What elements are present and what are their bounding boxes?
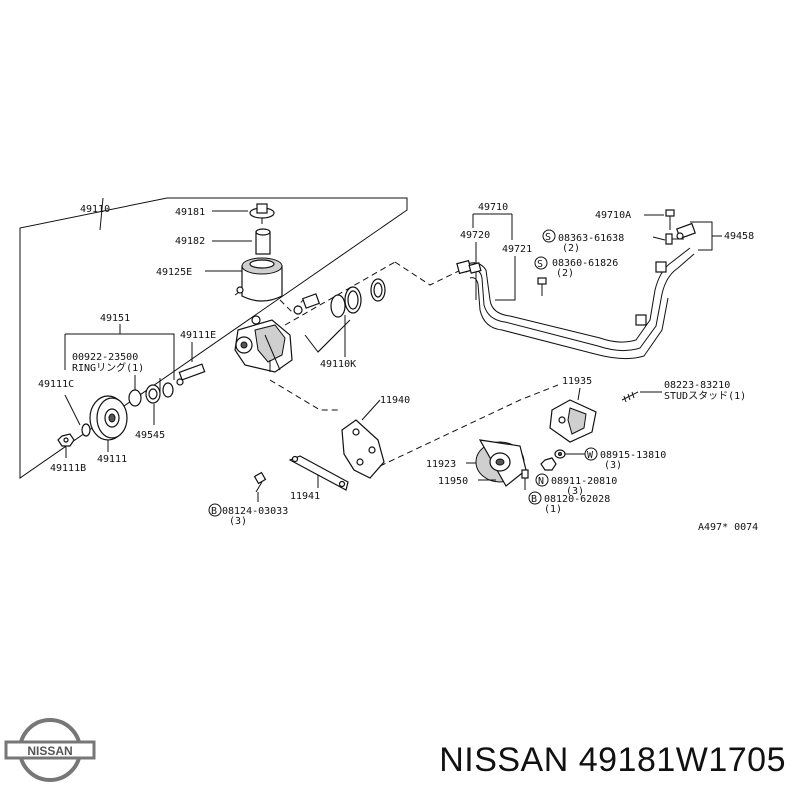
callout-08223-line1: 08223-83210 <box>664 380 730 391</box>
dashed-connector <box>394 261 466 286</box>
callout-08360-line2: (2) <box>556 268 574 279</box>
pump-bracket <box>341 419 385 479</box>
callout-49111B: 49111B <box>50 463 86 474</box>
nut <box>540 457 557 471</box>
dashed-connector <box>279 297 306 313</box>
symbol-N: N <box>538 476 544 487</box>
callout-49545: 49545 <box>135 430 165 441</box>
callout-11923: 11923 <box>426 459 456 470</box>
callout-08911-line1: 08911-20810 <box>551 476 617 487</box>
callout-11940: 11940 <box>380 395 410 406</box>
pressure-hose <box>456 247 695 360</box>
assembly-frame <box>19 197 408 479</box>
adjusting-bar <box>288 455 349 491</box>
reservoir-cap <box>249 203 275 224</box>
callout-11950: 11950 <box>438 476 468 487</box>
callout-08363-line2: (2) <box>562 243 580 254</box>
callout-08120-line2: (1) <box>544 504 562 515</box>
callout-00922-line1: 00922-23500 <box>72 352 138 363</box>
callout-49182: 49182 <box>175 236 205 247</box>
callout-49110: 49110 <box>80 204 110 215</box>
bolt <box>665 233 684 245</box>
nut <box>57 433 75 447</box>
callout-49720: 49720 <box>460 230 490 241</box>
nissan-logo: NISSAN <box>4 718 96 782</box>
washer <box>81 423 91 437</box>
bolt <box>521 469 529 490</box>
callout-49710: 49710 <box>478 202 508 213</box>
bolt <box>253 471 267 493</box>
idler-pulley <box>475 439 527 487</box>
reservoir-tank <box>234 257 283 302</box>
callout-08911-line2: (3) <box>566 486 584 497</box>
callout-49458: 49458 <box>724 231 754 242</box>
shaft-rings <box>128 382 174 407</box>
callout-49111E: 49111E <box>180 330 216 341</box>
symbol-S-1: S <box>545 232 551 243</box>
leader-line <box>99 197 104 231</box>
callout-49181: 49181 <box>175 207 205 218</box>
idler-bracket <box>549 399 597 443</box>
callout-49721: 49721 <box>502 244 532 255</box>
callout-49125E: 49125E <box>156 267 192 278</box>
callout-49710A: 49710A <box>595 210 631 221</box>
symbol-S-2: S <box>537 259 543 270</box>
callout-11941: 11941 <box>290 491 320 502</box>
callout-08915-line1: 08915-13810 <box>600 450 666 461</box>
filter-element <box>255 228 271 255</box>
callout-49110K: 49110K <box>320 359 356 370</box>
symbol-W: W <box>587 450 594 461</box>
drawing-reference: A497* 0074 <box>698 522 758 533</box>
dashed-connector <box>379 384 559 467</box>
stud <box>621 391 639 403</box>
part-number-title: NISSAN 49181W1705 <box>439 741 786 779</box>
callout-08360-line1: 08360-61826 <box>552 258 618 269</box>
callout-11935: 11935 <box>562 376 592 387</box>
symbol-B-2: B <box>531 494 537 505</box>
bolt <box>665 209 675 230</box>
callout-00922-line2: RINGリング(1) <box>72 361 144 374</box>
callout-08120-line1: 08120-62028 <box>544 494 610 505</box>
callout-49151: 49151 <box>100 313 130 324</box>
hose-clamp <box>676 222 696 240</box>
callout-08124-line2: (3) <box>229 516 247 527</box>
dashed-connector <box>284 261 396 326</box>
callout-49111C: 49111C <box>38 379 74 390</box>
callout-08915-line2: (3) <box>604 460 622 471</box>
pump-body <box>234 315 293 373</box>
symbol-B-1: B <box>211 506 217 517</box>
callout-08223-line2: STUDスタッド(1) <box>664 390 746 402</box>
bolt <box>537 277 547 296</box>
union-fitting <box>293 293 321 315</box>
dashed-connector <box>269 379 340 411</box>
callout-08124-line1: 08124-03033 <box>222 506 288 517</box>
washer <box>554 449 566 459</box>
callout-49111: 49111 <box>97 454 127 465</box>
logo-text: NISSAN <box>27 744 72 758</box>
callout-08363-line1: 08363-61638 <box>558 233 624 244</box>
seal-ring-set <box>330 278 386 318</box>
pulley <box>89 395 128 441</box>
bolt-fitting <box>176 363 206 386</box>
